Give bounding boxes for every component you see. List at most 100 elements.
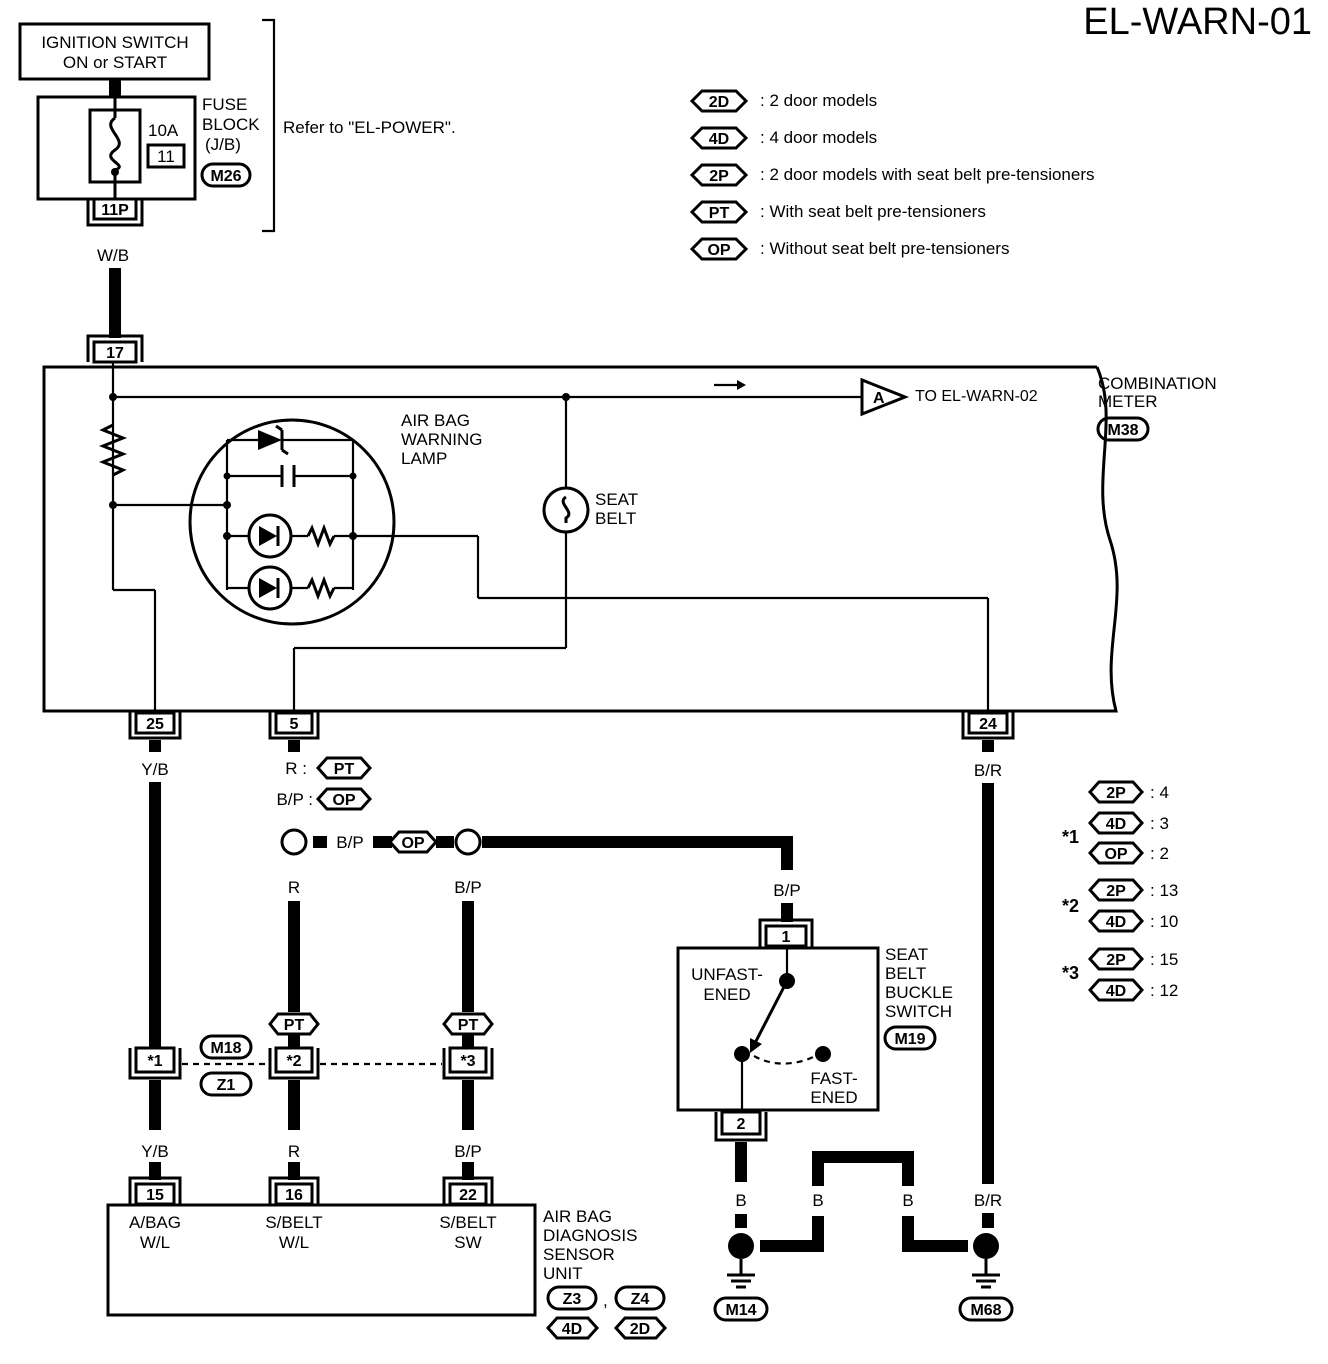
svg-text:M14: M14 [725,1302,756,1319]
svg-text:: 2 door models: : 2 door models [760,91,877,110]
svg-text:4D: 4D [1106,983,1126,1000]
fuse-block: 10A 11 FUSE BLOCK (J/B) M26 Refer to "EL… [36,18,456,233]
seat-belt-buckle-switch: 1 UNFAST- ENED FAST- ENED SEAT BELT BUCK… [676,918,953,1142]
svg-text:M26: M26 [210,168,241,185]
svg-text:SEAT: SEAT [885,945,928,964]
svg-text:IGNITION SWITCH: IGNITION SWITCH [41,33,188,52]
wire-color-br: B/R [974,761,1002,780]
wire-color-bp: B/P [773,881,800,900]
svg-text:ON or START: ON or START [63,53,167,72]
svg-text:AIR BAG: AIR BAG [401,411,470,430]
svg-text:S/BELT: S/BELT [265,1213,322,1232]
svg-text:16: 16 [285,1187,303,1204]
svg-text:: 3: : 3 [1150,814,1169,833]
svg-text:15: 15 [146,1187,164,1204]
svg-text:2P: 2P [1106,785,1126,802]
svg-text:M18: M18 [210,1040,241,1057]
svg-text:PT: PT [709,205,730,222]
ground-point [728,1233,754,1259]
air-bag-diagnosis-sensor-unit: 15 16 22 A/BAG W/L S/BELT W/L S/BELT SW … [106,1176,668,1340]
svg-text:SWITCH: SWITCH [885,1002,952,1021]
svg-text:: 13: : 13 [1150,881,1178,900]
svg-text:UNIT: UNIT [543,1264,583,1283]
wire-color-r: R [288,878,300,897]
svg-text:: 2 door models with seat belt: : 2 door models with seat belt pre-tensi… [760,165,1095,184]
wire-color-r: R [288,1142,300,1161]
svg-text:2: 2 [737,1116,746,1133]
terminal-17: 17 [86,334,144,364]
legend: 2D : 2 door models 4D : 4 door models 2P… [689,89,1095,261]
svg-text:2P: 2P [1106,883,1126,900]
ground-icon: M68 [958,1259,1014,1322]
svg-text:M38: M38 [1107,422,1138,439]
svg-text:ENED: ENED [810,1088,857,1107]
joint-connector: *1 *2 *3 M18 Z1 [128,1034,494,1097]
svg-text:OP: OP [707,242,730,259]
svg-text:W/L: W/L [140,1233,170,1252]
svg-text:2P: 2P [709,168,729,185]
svg-text:TO EL-WARN-02: TO EL-WARN-02 [915,388,1038,405]
svg-text:Z4: Z4 [631,1291,650,1308]
svg-text:2D: 2D [709,94,729,111]
svg-text:4D: 4D [562,1321,582,1338]
svg-text:*2: *2 [1062,896,1079,916]
splice [454,828,482,856]
diagram-title: EL-WARN-01 [1083,1,1312,43]
svg-text:11P: 11P [101,202,129,219]
wire-bp-to-buckle [482,836,793,870]
svg-text:FAST-: FAST- [810,1069,857,1088]
svg-text:Refer to "EL-POWER".: Refer to "EL-POWER". [283,118,456,137]
option-pt [268,1012,320,1036]
wire-color-b: B [812,1191,823,1210]
svg-text:(J/B): (J/B) [205,135,241,154]
svg-text:*2: *2 [286,1053,301,1070]
wire-color-yb: Y/B [141,1142,168,1161]
legend-item: 2P : 2 door models with seat belt pre-te… [689,163,1095,187]
legend-item: PT : With seat belt pre-tensioners [689,200,986,224]
svg-text:M68: M68 [970,1302,1001,1319]
svg-text:OP: OP [1104,846,1127,863]
wire-color-bp: B/P [454,878,481,897]
svg-text:AIR BAG: AIR BAG [543,1207,612,1226]
svg-text:10A: 10A [148,121,179,140]
wire-color-br: B/R [974,1191,1002,1210]
svg-text:24: 24 [979,716,997,733]
svg-text:COMBINATION: COMBINATION [1098,374,1217,393]
svg-text:BLOCK: BLOCK [202,115,260,134]
terminal-notes: 2P : 4 4D : 3 OP : 2 *1 2P : 13 4D : 10 … [1062,780,1178,1002]
svg-text:,: , [603,1291,608,1310]
svg-text:: Without seat belt pre-tensio: : Without seat belt pre-tensioners [760,239,1009,258]
svg-text:2D: 2D [630,1321,650,1338]
svg-text:SENSOR: SENSOR [543,1245,615,1264]
svg-text:5: 5 [290,716,299,733]
svg-text:SEAT: SEAT [595,490,638,509]
svg-text:A: A [873,390,885,407]
svg-text:4D: 4D [1106,816,1126,833]
svg-text:LAMP: LAMP [401,449,447,468]
option-pt [315,756,373,780]
ignition-switch: IGNITION SWITCH ON or START [18,22,211,81]
svg-text:OP: OP [401,835,424,852]
svg-text:PT: PT [458,1017,479,1034]
option-op [315,787,373,811]
svg-text:WARNING: WARNING [401,430,483,449]
option-pt [442,1012,494,1036]
svg-text:1: 1 [782,929,791,946]
svg-text:PT: PT [334,761,355,778]
legend-item: OP : Without seat belt pre-tensioners [689,237,1009,261]
svg-text:S/BELT: S/BELT [439,1213,496,1232]
wire-color-wb: W/B [97,246,129,265]
terminal-24: 24 [961,711,1015,740]
svg-text:4D: 4D [1106,914,1126,931]
svg-text:Z1: Z1 [217,1077,236,1094]
wire-option-bp: B/P : [276,790,313,809]
svg-text:ENED: ENED [703,985,750,1004]
wire-option-r: R : [285,759,307,778]
wire-color-yb: Y/B [141,760,168,779]
svg-text:UNFAST-: UNFAST- [691,965,763,984]
meter-internal-wiring: A TO EL-WARN-02 [98,362,1038,711]
svg-text:17: 17 [106,345,124,362]
svg-text:*3: *3 [1062,963,1079,983]
svg-text:4D: 4D [709,131,729,148]
